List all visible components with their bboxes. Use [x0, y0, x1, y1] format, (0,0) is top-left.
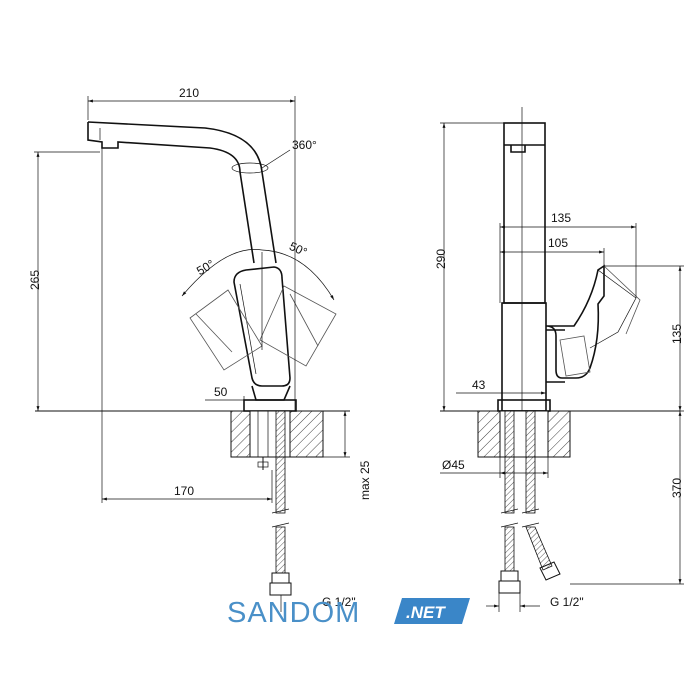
logo-badge [394, 598, 470, 624]
dim-210: 210 [179, 86, 199, 100]
dim-105: 105 [548, 236, 568, 250]
dim-135-top: 135 [551, 211, 571, 225]
dim-265: 265 [28, 270, 42, 290]
dim-370: 370 [670, 478, 684, 498]
dim-43: 43 [472, 378, 486, 392]
thread-right: G 1/2" [550, 595, 584, 609]
right-view: 290 135 105 135 43 Ø45 370 G 1 [434, 107, 684, 612]
dim-135-side: 135 [670, 324, 684, 344]
thread-left: G 1/2" [322, 595, 356, 609]
dim-170: 170 [174, 484, 194, 498]
dim-max-25: max 25 [358, 460, 372, 500]
dim-360: 360° [292, 138, 317, 152]
sandom-logo: SANDOM .NET [227, 597, 470, 629]
dim-angle-right: 50° [287, 239, 310, 259]
dim-50: 50 [214, 385, 228, 399]
logo-name: SANDOM [227, 597, 360, 629]
dim-diameter-45: Ø45 [442, 458, 465, 472]
dim-angle-left: 50° [194, 257, 217, 278]
logo-suffix: .NET [406, 603, 446, 622]
dim-290: 290 [434, 249, 448, 269]
left-view: 210 360° 50° 50° 265 50 170 max 25 G 1/2… [28, 86, 372, 612]
